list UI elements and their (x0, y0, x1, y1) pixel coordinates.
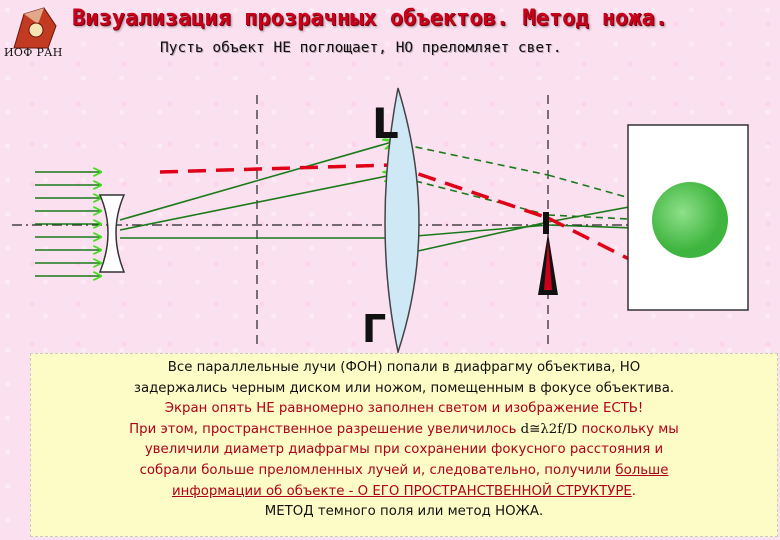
knife-stop (543, 212, 549, 234)
page-title: Визуализация прозрачных объектов. Метод … (72, 6, 669, 31)
text-line-2: задержались черным диском или ножом, пом… (133, 380, 675, 396)
text-line-6: собрали больше преломленных лучей и, сле… (39, 461, 769, 482)
page-subtitle: Пусть объект НЕ поглощает, НО преломляет… (160, 40, 562, 56)
text-line-4-end: поскольку мы (577, 421, 679, 437)
text-line-6-underlined: больше (615, 462, 669, 478)
institute-logo (13, 7, 57, 49)
objective-lens (384, 87, 420, 355)
text-line-8: МЕТОД темного поля или метод НОЖА. (264, 504, 544, 520)
resolution-formula: d≅λ2f/D (520, 421, 578, 437)
text-line-5: увеличили диаметр диафрагмы при сохранен… (144, 442, 664, 458)
knife-highlight (544, 240, 552, 290)
incident-rays (35, 172, 100, 276)
text-line-3: Экран опять НЕ равномерно заполнен свето… (164, 401, 644, 417)
text-line-7-end: . (631, 483, 636, 499)
text-line-7-underlined: информации об объекте - О ЕГО ПРОСТРАНСТ… (171, 483, 632, 499)
logo-caption: ИОФ РАН (4, 46, 63, 59)
text-line-6-start: собрали больше преломленных лучей и, сле… (139, 462, 616, 478)
lens-label-top: L (372, 99, 399, 148)
text-line-4: При этом, пространственное разрешение ув… (39, 420, 769, 441)
text-line-4-start: При этом, пространственное разрешение ув… (129, 421, 521, 437)
text-line-1: Все параллельные лучи (ФОН) попали в диа… (167, 360, 641, 375)
text-line-7: информации об объекте - О ЕГО ПРОСТРАНСТ… (39, 482, 769, 503)
background-rays (159, 163, 636, 264)
phase-object (98, 194, 126, 273)
explanation-box: Все параллельные лучи (ФОН) попали в диа… (30, 353, 778, 537)
lens-label-bottom: Г (362, 307, 386, 351)
image-spot (652, 182, 728, 258)
